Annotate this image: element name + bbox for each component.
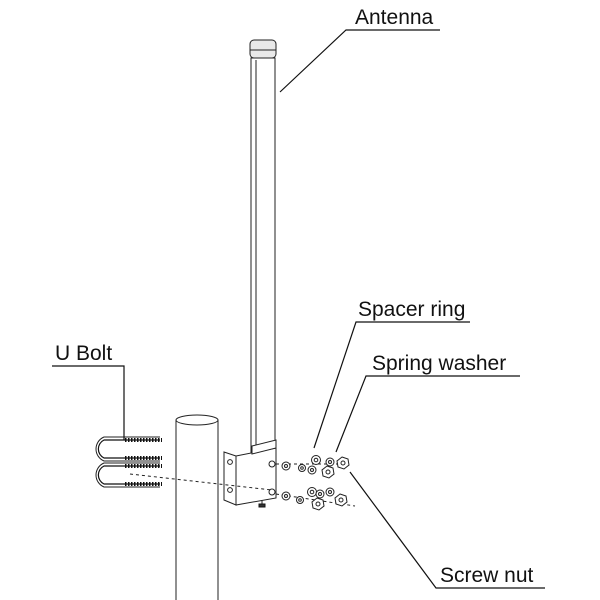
label-spring-washer: Spring washer xyxy=(372,352,506,375)
mounting-bracket xyxy=(223,439,277,508)
label-u-bolt: U Bolt xyxy=(55,342,112,365)
screw-nut-lower xyxy=(311,493,348,511)
leader-lines xyxy=(52,29,545,589)
antenna-body xyxy=(249,39,277,459)
label-antenna: Antenna xyxy=(355,6,434,29)
spring-washer-lower xyxy=(315,487,335,499)
u-bolt-lower xyxy=(95,462,162,488)
spacer-ring-upper xyxy=(281,455,321,472)
spring-washer-upper xyxy=(307,457,335,475)
label-screw-nut: Screw nut xyxy=(440,564,534,587)
spacer-ring-lower xyxy=(281,487,317,504)
label-spacer-ring: Spacer ring xyxy=(358,298,465,321)
mast-pole xyxy=(175,414,219,600)
u-bolt-upper xyxy=(95,436,162,462)
screw-nut-upper xyxy=(321,456,350,479)
